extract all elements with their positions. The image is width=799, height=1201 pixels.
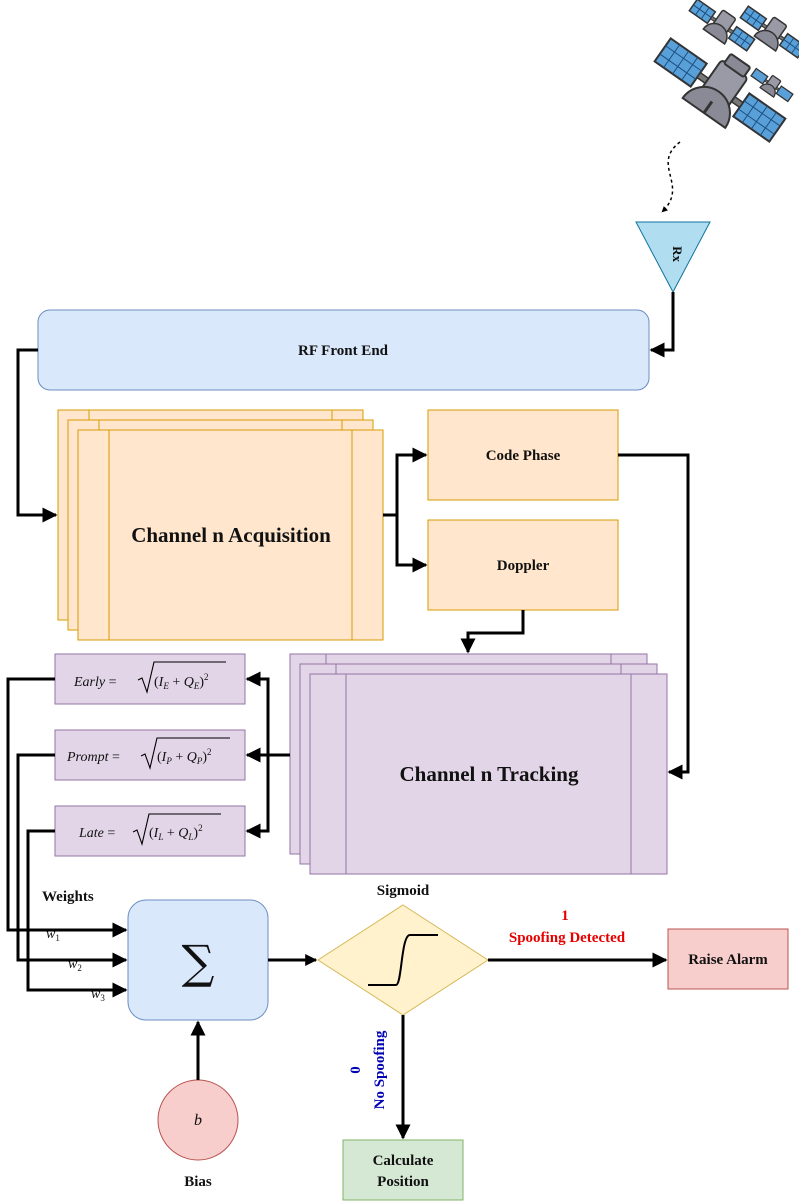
summation-node[interactable]: ∑ (127, 899, 269, 1021)
sigmoid-label: Sigmoid (377, 883, 430, 899)
satellite-icon-large (653, 36, 787, 144)
satellite-icon-top-left (688, 0, 756, 52)
no-spoofing-group: 0 No Spoofing (348, 1030, 388, 1109)
no-spoof-label: No Spoofing (372, 1030, 388, 1109)
codephase-to-tracking-arrow (618, 453, 690, 780)
tracking-label: Channel n Tracking (400, 762, 579, 786)
prompt-correlator-box[interactable]: Prompt = (IP + QP)2 (54, 729, 246, 781)
spoof-value: 1 (561, 908, 569, 924)
bias-symbol: b (194, 1112, 202, 1129)
bias-label: Bias (184, 1174, 212, 1190)
satellite-icon-small (750, 67, 794, 103)
early-formula: Early = (73, 675, 117, 690)
frontend-to-acquisition-arrow (16, 348, 58, 523)
receiver-antenna[interactable]: Rx (635, 221, 711, 294)
no-spoof-value: 0 (348, 1066, 364, 1074)
sigma-symbol: ∑ (182, 935, 215, 989)
early-radicand: (IE + QE)2 (154, 672, 209, 691)
calculate-position-label-2: Position (377, 1174, 429, 1190)
satellite-icon-top-right (739, 5, 799, 59)
prompt-to-sum-arrow (16, 753, 128, 968)
sqrt-sign (132, 813, 221, 846)
late-formula: Late = (78, 826, 115, 841)
acquisition-to-codephase-arrow (383, 447, 428, 517)
sigmoid-decision[interactable] (317, 904, 489, 1016)
sqrt-sign (140, 737, 230, 770)
code-phase-label: Code Phase (486, 448, 561, 464)
late-correlator-box[interactable]: Late = (IL + QL)2 (54, 805, 246, 857)
rf-front-end-label: RF Front End (298, 343, 389, 359)
tracking-to-late-arrow (245, 755, 270, 839)
receiver-label: Rx (670, 246, 685, 262)
sqrt-sign (137, 661, 226, 694)
doppler-label: Doppler (497, 558, 550, 574)
acquisition-label: Channel n Acquisition (131, 523, 331, 547)
raise-alarm-label: Raise Alarm (688, 952, 768, 968)
code-phase-box[interactable]: Code Phase (427, 409, 619, 501)
doppler-to-tracking-arrow (460, 610, 525, 654)
connectors (6, 292, 690, 1140)
weights-title: Weights (42, 889, 94, 905)
late-to-sum-arrow (26, 829, 128, 998)
tracking-stack[interactable]: Channel n Tracking (289, 653, 668, 875)
rf-front-end-box[interactable]: RF Front End (37, 309, 650, 391)
early-to-sum-arrow (6, 677, 128, 938)
raise-alarm-box[interactable]: Raise Alarm (667, 928, 789, 990)
tracking-to-early-arrow (245, 671, 270, 755)
signal-path (661, 141, 681, 213)
doppler-box[interactable]: Doppler (427, 519, 619, 611)
calculate-position-box[interactable]: Calculate Position (342, 1139, 464, 1201)
prompt-radicand: (IP + QP)2 (157, 747, 212, 766)
calculate-position-label-1: Calculate (373, 1153, 434, 1169)
spoof-label: Spoofing Detected (509, 930, 626, 946)
prompt-formula: Prompt = (66, 750, 120, 765)
early-correlator-box[interactable]: Early = (IE + QE)2 (54, 653, 246, 705)
acquisition-to-doppler-arrow (395, 515, 428, 573)
rx-to-frontend-arrow (649, 292, 675, 358)
acquisition-stack[interactable]: Channel n Acquisition (57, 409, 384, 641)
bias-node[interactable]: b (157, 1079, 239, 1161)
late-radicand: (IL + QL)2 (149, 823, 203, 842)
sigmoid-curve-icon (368, 934, 438, 986)
